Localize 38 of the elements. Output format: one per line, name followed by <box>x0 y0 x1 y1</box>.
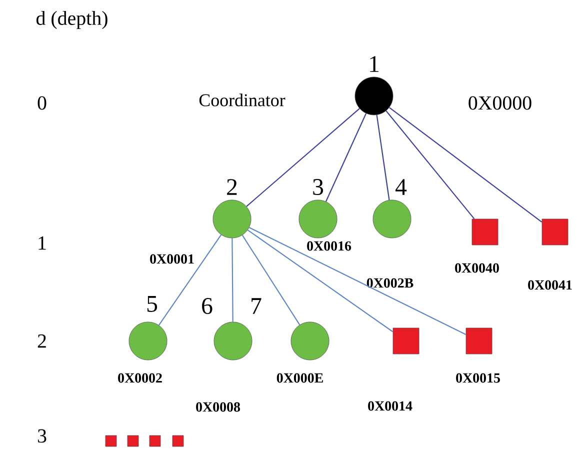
node-number: 1 <box>370 56 379 72</box>
node-number: 4 <box>396 179 407 195</box>
address-label: 0X0016 <box>307 241 352 251</box>
connector-line <box>247 230 394 332</box>
connector-line <box>246 108 360 207</box>
connector-line <box>248 227 466 335</box>
connector-line <box>325 113 367 202</box>
depth-label: 1 <box>38 236 46 250</box>
connector-line <box>386 110 475 220</box>
square-node <box>127 435 139 447</box>
address-label: 0X0041 <box>528 280 572 290</box>
address-label: 0X0002 <box>118 373 162 383</box>
node-number: 6 <box>202 298 212 314</box>
depth-label: 0 <box>38 96 46 110</box>
depth-label: 2 <box>38 334 46 348</box>
address-label: 0X0040 <box>455 263 499 273</box>
node-number: 2 <box>227 179 237 195</box>
node-number: 5 <box>147 296 158 312</box>
square-node <box>172 435 184 447</box>
address-label: 0X0008 <box>196 402 240 412</box>
depth-label: d (depth) <box>36 10 108 30</box>
role-label: Coordinator <box>199 94 286 106</box>
address-label: 0X0014 <box>368 401 412 411</box>
depth-label: 3 <box>38 429 46 443</box>
connector-line <box>242 234 300 326</box>
node-number: 3 <box>313 178 324 196</box>
connector-line <box>389 107 542 223</box>
connector-line <box>232 238 234 322</box>
address-label: 0X0001 <box>150 254 194 264</box>
square-node <box>105 435 117 447</box>
connector-line <box>376 114 390 200</box>
address-label: 0X0000 <box>468 96 532 110</box>
address-label: 0X002B <box>366 278 414 288</box>
connector-line <box>158 234 222 326</box>
square-node <box>149 435 161 447</box>
node-number: 7 <box>252 298 262 314</box>
address-label: 0X000E <box>276 373 323 383</box>
address-label: 0X0015 <box>456 373 500 383</box>
